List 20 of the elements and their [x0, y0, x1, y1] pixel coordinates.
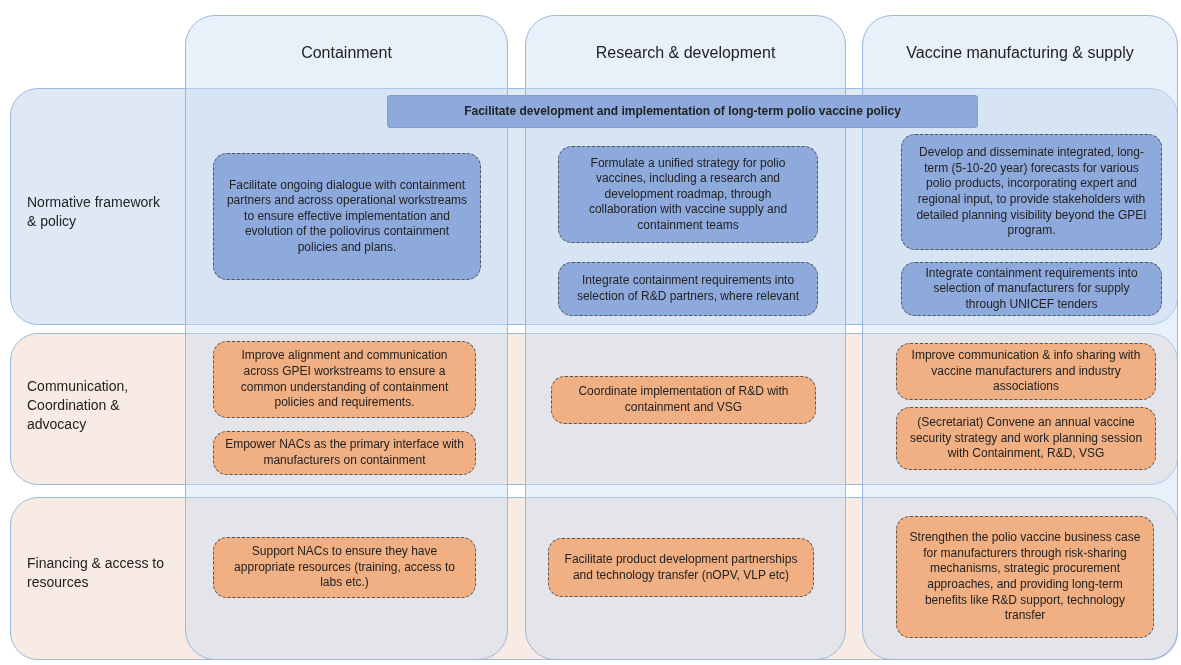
action-box: Strengthen the polio vaccine business case for manufacturers through risk-sharing mechanisms, strategic procurement approaches, and providing long-term benefits like R&D support, technology transfer — [896, 516, 1154, 638]
policy-banner: Facilitate development and implementation of long-term polio vaccine policy — [387, 95, 978, 128]
action-box: Coordinate implementation of R&D with containment and VSG — [551, 376, 816, 424]
action-box: Support NACs to ensure they have appropriate resources (training, access to labs etc.) — [213, 537, 476, 598]
action-box: Empower NACs as the primary interface with manufacturers on containment — [213, 431, 476, 475]
row-heading: Communication, Coordination & advocacy — [27, 377, 130, 434]
action-box: Integrate containment requirements into selection of manufacturers for supply through UNICEF tenders — [901, 262, 1162, 316]
column-heading: Containment — [300, 44, 393, 62]
action-box: Improve communication & info sharing with vaccine manufacturers and industry associations — [896, 343, 1156, 400]
action-box: Integrate containment requirements into selection of R&D partners, where relevant — [558, 262, 818, 316]
row-heading: Financing & access to resources — [27, 554, 165, 592]
action-box: Facilitate product development partnerships and technology transfer (nOPV, VLP etc) — [548, 538, 814, 597]
row-heading: Normative framework & policy — [27, 193, 162, 231]
action-box: Facilitate ongoing dialogue with containment partners and across operational workstreams to ensure effective implementation and evolution of the poliovirus containment policies and plans. — [213, 153, 481, 280]
action-box: Improve alignment and communication across GPEI workstreams to ensure a common understanding of containment policies and requirements. — [213, 341, 476, 418]
column-heading: Research & development — [594, 44, 777, 62]
column-heading: Vaccine manufacturing & supply — [905, 44, 1135, 62]
action-box: Formulate a unified strategy for polio vaccines, including a research and development roadmap, through collaboration with vaccine supply and containment teams — [558, 146, 818, 243]
action-box: Develop and disseminate integrated, long-term (5-10-20 year) forecasts for various polio products, incorporating expert and regional input, to provide stakeholders with detailed planning visibility beyond the GPEI program. — [901, 134, 1162, 250]
action-box: (Secretariat) Convene an annual vaccine security strategy and work planning session with Containment, R&D, VSG — [896, 407, 1156, 470]
